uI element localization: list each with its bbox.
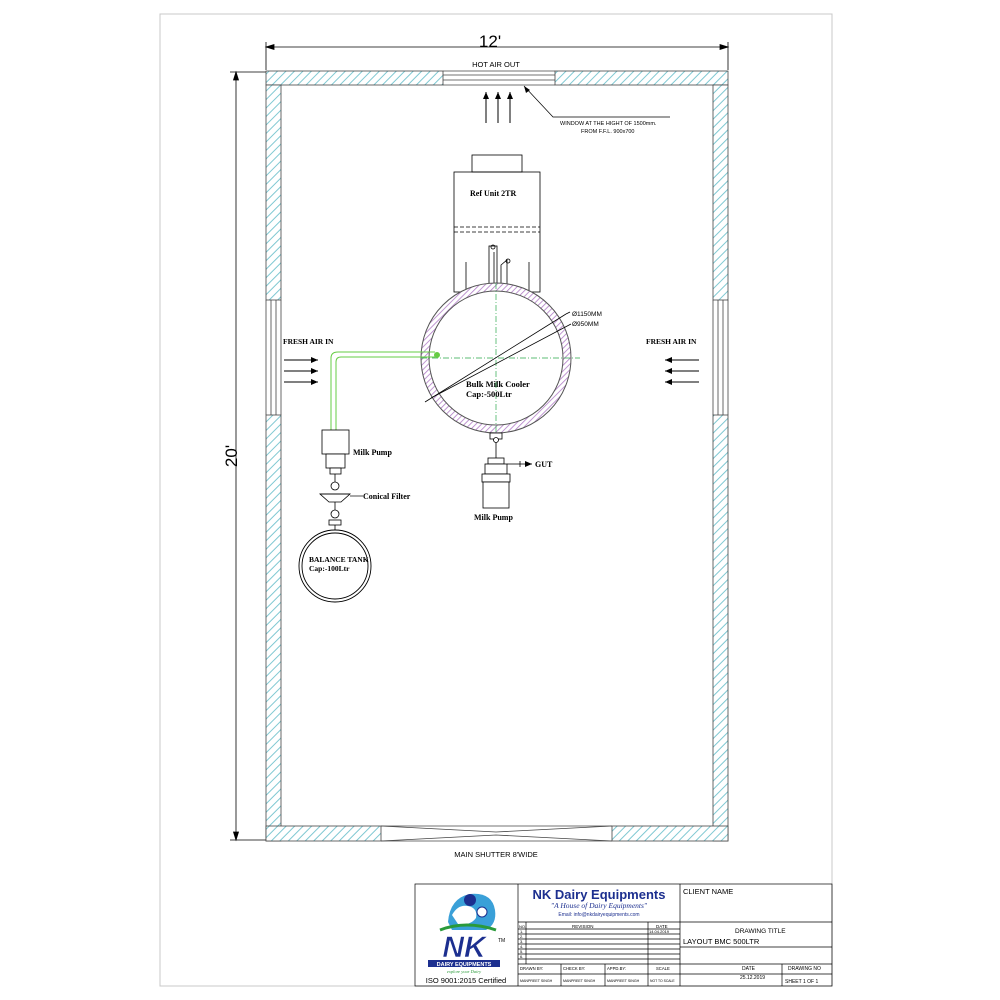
milk-pump-bottom	[481, 457, 532, 509]
ref-unit	[453, 154, 541, 293]
iso-label: ISO 9001:2015 Certified	[426, 976, 506, 985]
date-value: 25.12.2019	[740, 975, 765, 981]
bmc-label-line2: Cap:-500Ltr	[466, 389, 512, 399]
scale-label: SCALE	[656, 966, 670, 971]
fresh-air-left-label: FRESH AIR IN	[283, 337, 334, 346]
dimension-height-label: 20'	[222, 445, 241, 467]
conical-filter-label: Conical Filter	[363, 492, 411, 501]
milk-pump-left	[321, 429, 350, 482]
window-left	[265, 300, 282, 415]
appd-by-label: APPD.BY:	[607, 966, 626, 971]
hot-air-out-label: HOT AIR OUT	[472, 60, 520, 69]
date-label: DATE	[742, 966, 756, 972]
milk-pipe	[330, 351, 440, 430]
rev-header-no: NO.	[519, 924, 526, 929]
dimension-width-label: 12'	[479, 32, 501, 51]
gut-label: GUT	[535, 460, 553, 469]
conical-filter	[318, 481, 352, 530]
rev-row-date: 14.04.2019	[649, 929, 670, 934]
rev-rows: 1. 14.04.2019 2. 3. 4. 5. 6.	[520, 929, 670, 959]
bmc-label-line1: Bulk Milk Cooler	[466, 379, 530, 389]
company-email: Email: info@nkdairyequipments.com	[558, 912, 639, 918]
window-right	[712, 300, 729, 415]
window-top	[443, 70, 555, 86]
rev-row-no: 6.	[520, 954, 523, 959]
rev-row-no: 3.	[520, 939, 523, 944]
rev-header-date: DATE	[656, 924, 668, 929]
main-shutter	[380, 825, 613, 842]
dia-outer-label: Ø1150MM	[572, 311, 602, 318]
company-logo: NK TM DAIRY EQUIPMENTS explore your Dair…	[428, 893, 505, 974]
fresh-air-right-label: FRESH AIR IN	[646, 337, 697, 346]
ref-unit-label: Ref Unit 2TR	[470, 189, 516, 198]
drawn-by-label: DRAWN BY:	[520, 966, 543, 971]
main-shutter-label: MAIN SHUTTER 8'WIDE	[454, 850, 538, 859]
appd-by: MANPREET SINGH	[607, 979, 640, 983]
rev-header-revision: REVISION	[572, 924, 594, 929]
dia-inner-label: Ø950MM	[572, 321, 599, 328]
company-tagline: "A House of Dairy Equipments"	[551, 901, 648, 910]
window-note-leader	[523, 85, 670, 118]
balance-tank-label-line1: BALANCE TANK	[309, 555, 369, 564]
check-by-label: CHECK BY:	[563, 966, 585, 971]
check-by: MANPREET SINGH	[563, 979, 596, 983]
sheet-label: SHEET 1 OF 1	[785, 979, 818, 985]
milk-pump-bottom-label: Milk Pump	[474, 513, 513, 522]
rev-row-no: 5.	[520, 949, 523, 954]
logo-tm: TM	[498, 938, 505, 944]
drawing-title: LAYOUT BMC 500LTR	[683, 937, 760, 946]
hot-air-arrows	[483, 92, 513, 123]
balance-tank-label-line2: Cap:-100Ltr	[309, 564, 350, 573]
rev-row-no: 4.	[520, 944, 523, 949]
milk-pump-left-label: Milk Pump	[353, 448, 392, 457]
logo-slogan: explore your Dairy	[447, 969, 481, 974]
rev-row-no: 2.	[520, 934, 523, 939]
client-name-label: CLIENT NAME	[683, 887, 733, 896]
window-note-line1: WINDOW AT THE HIGHT OF 1500mm.	[560, 121, 657, 127]
logo-text: NK	[442, 931, 488, 964]
drawing-no-label: DRAWING NO	[788, 966, 821, 972]
room-walls	[265, 70, 729, 842]
fresh-air-right-arrows	[665, 357, 699, 385]
scale-value: NOT TO SCALE	[650, 979, 675, 983]
bulk-milk-cooler	[420, 282, 580, 458]
title-block	[414, 883, 833, 987]
window-note-line2: FROM F.F.L. 900x700	[581, 129, 635, 135]
drawn-by: MANPREET SINGH	[520, 979, 553, 983]
logo-sub: DAIRY EQUIPMENTS	[437, 962, 492, 968]
balance-tank	[298, 529, 372, 603]
drawing-title-label: DRAWING TITLE	[735, 928, 786, 935]
company-name: NK Dairy Equipments	[533, 887, 666, 902]
dimension-height	[230, 70, 266, 842]
fresh-air-left-arrows	[284, 357, 318, 385]
dimension-width	[264, 42, 730, 70]
rev-row-no: 1.	[520, 929, 523, 934]
